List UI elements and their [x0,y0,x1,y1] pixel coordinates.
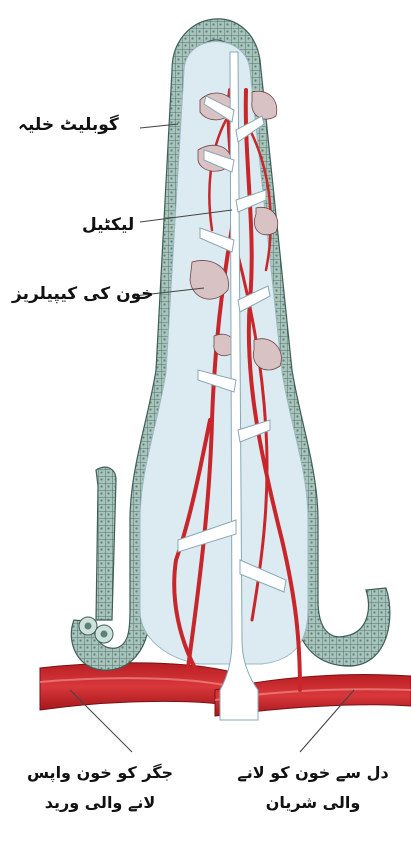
label-blood-capillaries: خون کی کیپیلریز [12,286,154,303]
caption-artery-line2: والی شریان [228,788,398,818]
epithelial-tube [79,467,116,643]
vein-vessel [40,663,245,710]
caption-artery-line1: دل سے خون کو لانے [228,758,398,788]
caption-vein-line1: جگر کو خون واپس [20,758,180,788]
label-lacteal: لیکٹیل [82,217,134,234]
caption-artery: دل سے خون کو لانے والی شریان [228,758,398,818]
label-goblet-cell: گوبلیٹ خلیہ [18,117,119,134]
caption-vein-line2: لانے والی ورید [20,788,180,818]
caption-vein: جگر کو خون واپس لانے والی ورید [20,758,180,818]
